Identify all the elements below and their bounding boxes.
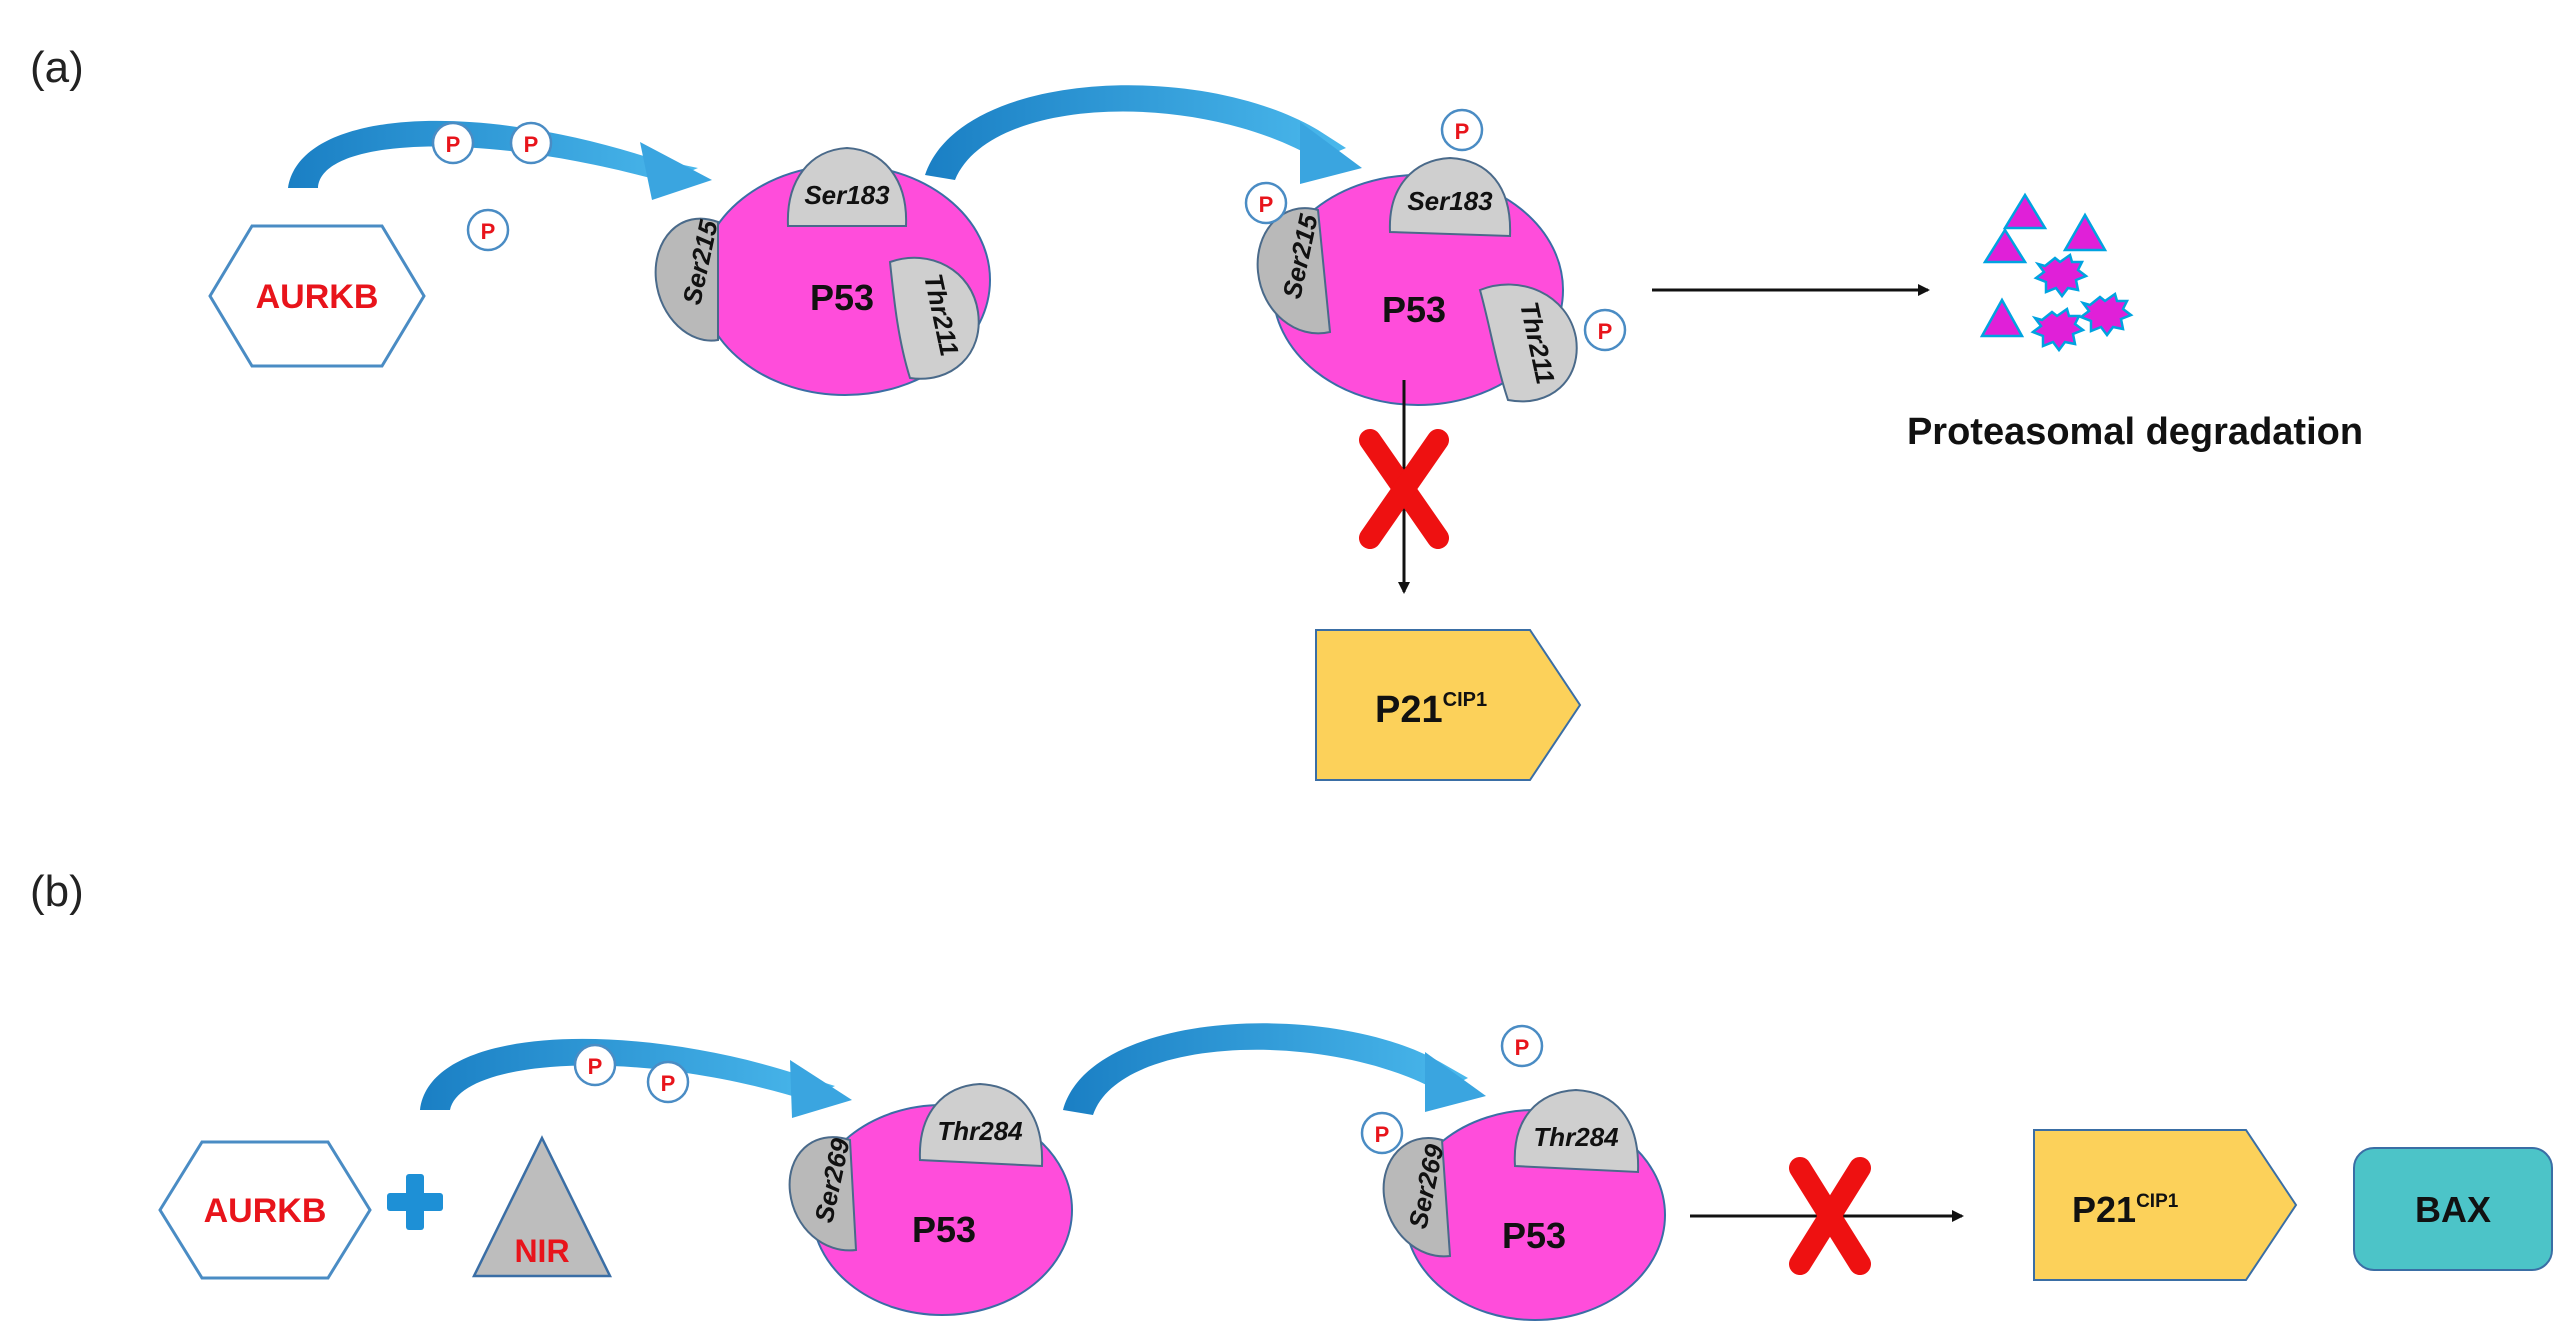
blue-plus-icon [387,1174,443,1230]
phosphate-icon: P [573,1043,617,1087]
red-x-icon [1789,1157,1871,1275]
aurkb-kinase-b: AURKB [158,1140,372,1280]
site-thr211-a2: Thr211 [1478,283,1578,403]
phosphate-free-b: P P [573,1043,690,1104]
svg-text:P: P [446,132,461,157]
curved-blue-arrow-icon [1063,1023,1486,1115]
nir-label: NIR [514,1233,569,1269]
curved-blue-arrow-icon [420,1038,852,1118]
svg-text:P: P [661,1071,676,1096]
p53-label-a1: P53 [810,277,874,318]
svg-text:Thr284: Thr284 [937,1116,1023,1146]
site-thr211-a1: Thr211 [888,256,980,380]
phosphate-free-a: P P P [431,121,553,252]
phosphate-icon: P [1583,308,1627,352]
degradation-label: Proteasomal degradation [1907,411,2363,453]
svg-text:P: P [481,219,496,244]
p53-protein-b2: Thr284 Ser269 P53 P P [1360,1024,1666,1321]
p53-protein-a2: Ser183 Ser215 Thr211 P53 P P P [1244,108,1627,406]
svg-text:P: P [1375,1122,1390,1147]
bax-label: BAX [2415,1189,2491,1230]
p53-label-b1: P53 [912,1209,976,1250]
p21-gene-b: P21CIP1 [2033,1129,2298,1281]
bax-gene: BAX [2353,1147,2553,1271]
svg-text:P: P [1455,119,1470,144]
p53-protein-a1: Ser183 Ser215 Thr211 P53 [654,146,991,396]
p21-gene-a: P21CIP1 [1315,629,1582,781]
svg-text:P: P [1259,192,1274,217]
svg-text:P21CIP1: P21CIP1 [1375,689,1487,731]
red-x-icon [1359,429,1449,549]
site-ser215-a2: Ser215 [1256,207,1332,335]
svg-text:P21CIP1: P21CIP1 [2072,1189,2179,1230]
p53-protein-b1: Thr284 Ser269 P53 [788,1082,1073,1316]
phosphate-icon: P [466,208,510,252]
site-ser183-a2: Ser183 [1388,156,1512,238]
p53-label-a2: P53 [1382,289,1446,330]
phosphate-icon: P [1500,1024,1544,1068]
svg-text:P: P [1515,1035,1530,1060]
site-ser215-a1: Ser215 [654,217,724,342]
proteasomal-fragments-icon [1979,192,2134,353]
aurkb-label-b: AURKB [204,1192,327,1230]
phosphate-icon: P [1440,108,1484,152]
svg-text:P: P [1598,319,1613,344]
site-thr284-b2: Thr284 [1513,1088,1640,1174]
phosphate-icon: P [431,121,475,165]
phosphate-icon: P [1360,1111,1404,1155]
panel-b-label: (b) [30,867,84,916]
svg-text:Thr284: Thr284 [1533,1122,1619,1152]
phosphate-icon: P [1244,181,1288,225]
panel-a-label: (a) [30,43,84,92]
svg-text:P: P [524,132,539,157]
nir-stimulus: NIR [471,1135,613,1278]
site-ser269-b1: Ser269 [788,1135,858,1252]
site-ser183-a1: Ser183 [786,146,908,227]
aurkb-kinase-a: AURKB [208,224,426,368]
curved-blue-arrow-icon [288,120,712,200]
p53-label-b2: P53 [1502,1215,1566,1256]
phosphate-icon: P [646,1060,690,1104]
svg-text:Ser183: Ser183 [804,180,890,210]
svg-text:Ser183: Ser183 [1407,186,1493,216]
phosphate-icon: P [509,121,553,165]
site-thr284-b1: Thr284 [918,1082,1044,1168]
curved-blue-arrow-icon [925,85,1362,184]
site-ser269-b2: Ser269 [1382,1137,1452,1258]
svg-text:P: P [588,1054,603,1079]
aurkb-label-a: AURKB [256,278,379,316]
